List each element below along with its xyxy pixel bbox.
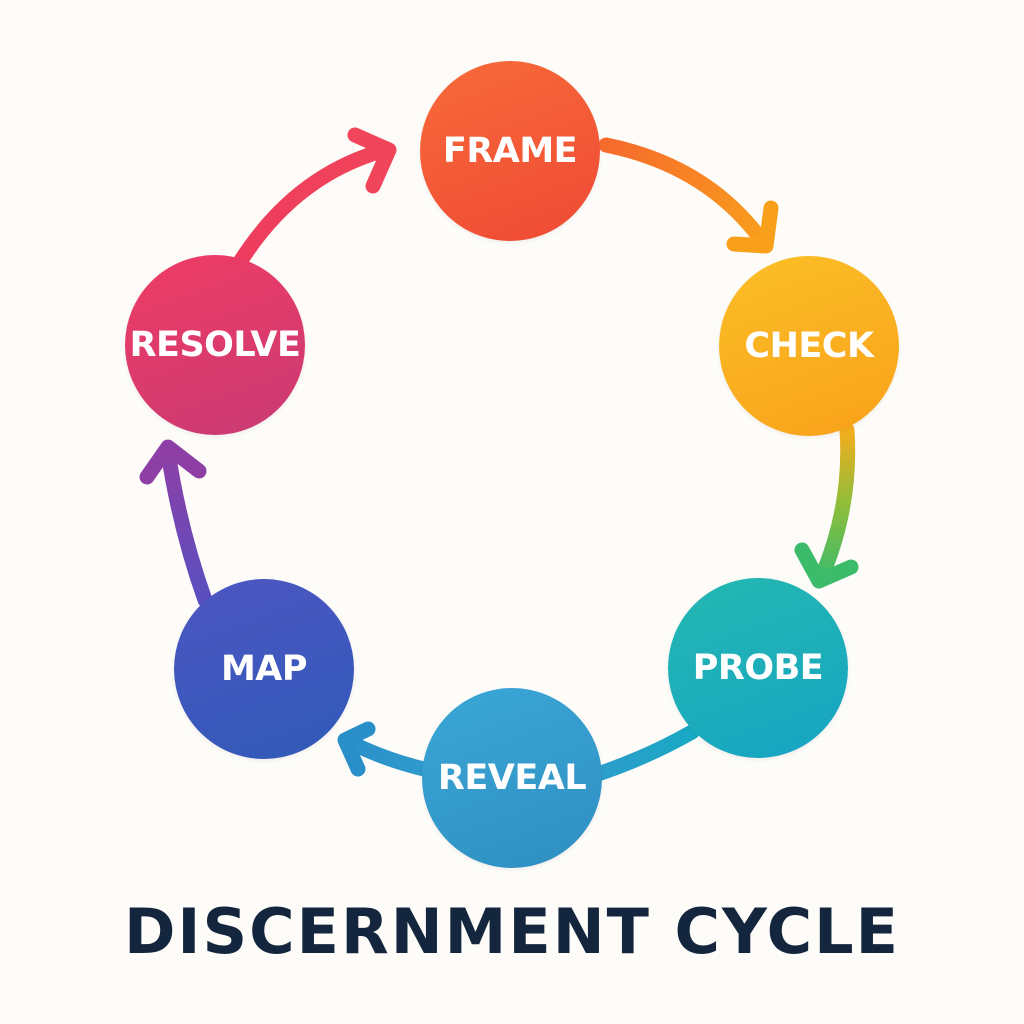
node-map-label: MAP [220,649,308,689]
arrow-map-to-resolve [139,439,213,608]
node-resolve-label: RESOLVE [129,325,301,365]
node-frame-label: FRAME [442,131,578,171]
diagram-title: DISCERNMENT CYCLE [123,895,901,968]
arrow-check-to-probe [794,422,859,589]
arrow-probe-to-reveal [590,724,700,782]
node-check-label: CHECK [744,326,874,366]
node-probe-label: PROBE [692,648,824,688]
node-resolve: RESOLVE [125,255,305,435]
node-reveal: REVEAL [422,688,602,868]
node-map: MAP [174,579,354,759]
arrow-reveal-to-map [337,721,436,778]
arrow-resolve-to-frame [232,127,397,270]
arrow-frame-to-check [598,137,779,254]
node-probe: PROBE [668,578,848,758]
node-check: CHECK [719,256,899,436]
node-frame: FRAME [420,61,600,241]
node-reveal-label: REVEAL [437,758,587,798]
